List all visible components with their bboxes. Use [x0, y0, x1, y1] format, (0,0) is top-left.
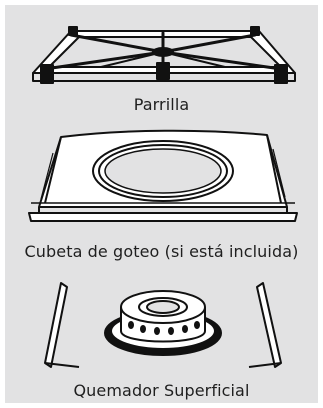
- drip-pan-caption: Cubeta de goteo (si está incluida): [24, 242, 299, 261]
- grate-caption: Parrilla: [133, 95, 190, 114]
- burner-caption: Quemador Superficial: [73, 381, 250, 400]
- parts-illustration-panel: Parrilla Cubeta de goteo (si está inclui…: [5, 5, 318, 403]
- burner-illustration: [44, 282, 282, 368]
- drip-pan-illustration: [28, 129, 298, 222]
- grate-illustration: [32, 26, 296, 84]
